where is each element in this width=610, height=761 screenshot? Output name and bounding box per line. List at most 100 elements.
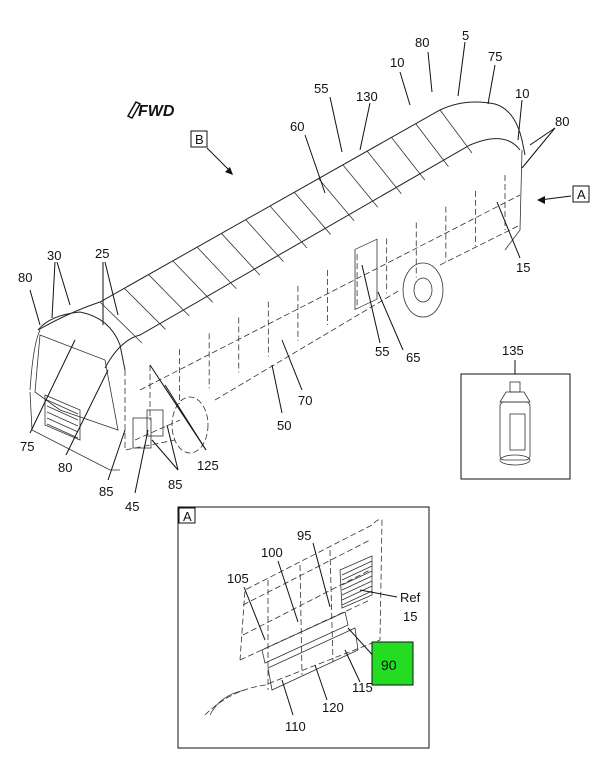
detail-a-title: A [183, 509, 192, 524]
callout-80: 80 [18, 270, 32, 285]
spray-can-icon [499, 381, 531, 466]
roof-rib [245, 219, 284, 262]
roof-rib [318, 178, 355, 222]
roof-panels [99, 109, 473, 344]
roof-rib [172, 260, 214, 303]
front-bumper [29, 391, 120, 471]
side-window-posts [149, 175, 506, 420]
part-135-inset: 135 [460, 343, 571, 480]
detail-a-frame [177, 506, 430, 749]
callout-130: 130 [356, 89, 378, 104]
callout-50: 50 [277, 418, 291, 433]
roof-rib [293, 192, 331, 235]
callout-80: 80 [415, 35, 429, 50]
lower-side-line [134, 224, 521, 441]
roof-rib [99, 301, 143, 344]
callout-75: 75 [488, 49, 502, 64]
side-front-edge [124, 370, 176, 451]
callout-10: 10 [515, 86, 529, 101]
detail-a-title-box [178, 507, 196, 524]
side-door [354, 238, 378, 311]
callout-85: 85 [99, 484, 113, 499]
view-a-label: A [577, 187, 586, 202]
callout-15: 15 [516, 260, 530, 275]
grille-slat [46, 399, 79, 415]
roof-rib [124, 288, 166, 330]
callout-65: 65 [406, 350, 420, 365]
callout-90: 90 [381, 657, 397, 673]
front-roof-cap [37, 311, 126, 371]
vent-slat [341, 560, 373, 576]
grille-slat [46, 405, 79, 421]
part-135-box [460, 373, 571, 480]
callout-45: 45 [125, 499, 139, 514]
roof-rib [415, 123, 449, 167]
view-a-marker: A [537, 185, 590, 204]
callout-115: 115 [352, 680, 373, 695]
vent-slat [341, 570, 373, 586]
roof-right-edge [104, 138, 521, 369]
roof-rib [196, 246, 237, 289]
view-a-arrowhead-icon [537, 196, 545, 204]
callout-80: 80 [58, 460, 72, 475]
roof-left-edge [37, 101, 526, 331]
windshield [34, 334, 119, 431]
vent-grille [339, 555, 373, 609]
callout-25: 25 [95, 246, 109, 261]
vent-lines [341, 560, 373, 606]
roof-rib [342, 164, 379, 208]
callout-105: 105 [227, 571, 249, 586]
front-left-corner [29, 329, 41, 391]
callout-100: 100 [261, 545, 283, 560]
forward-direction-indicator: FWD [126, 101, 175, 120]
callout-85: 85 [168, 477, 182, 492]
forward-arrow-icon [126, 101, 142, 119]
side-panel-rear [146, 409, 164, 437]
vent-slat [341, 580, 373, 596]
callout-55: 55 [314, 81, 328, 96]
vent-slat [341, 585, 373, 601]
roof-rib [439, 109, 473, 154]
view-b-arrow [206, 147, 233, 174]
callout-5: 5 [462, 28, 469, 43]
callout-15: 15 [403, 609, 417, 624]
view-b-marker: B [190, 130, 233, 175]
side-panel-front [132, 417, 152, 449]
rear-wheel [402, 262, 444, 318]
roof-rib [391, 137, 426, 181]
roof-rib [221, 233, 261, 276]
grille-lines [46, 399, 79, 439]
front-wheel [171, 396, 209, 454]
callout-95: 95 [297, 528, 311, 543]
roof-rib [366, 150, 402, 194]
callout-125: 125 [197, 458, 219, 473]
vent-slat [341, 565, 373, 581]
highlight-part-90 [371, 641, 414, 686]
callout-80: 80 [555, 114, 569, 129]
roof-rib [269, 205, 308, 249]
view-b-arrowhead-icon [225, 167, 233, 175]
trim-strip [261, 611, 349, 664]
view-b-box [190, 130, 208, 148]
bus-illustration [29, 101, 526, 471]
leader-lines [29, 41, 556, 494]
lower-panel [267, 627, 359, 691]
grille-slat [46, 411, 79, 427]
callout-110: 110 [285, 719, 306, 734]
view-a-arrow [539, 195, 572, 201]
vent-slat [341, 575, 373, 591]
grille-slat [46, 423, 79, 439]
rear-wheel-hub [413, 277, 433, 303]
view-b-label: B [195, 132, 204, 147]
callout-60: 60 [290, 119, 304, 134]
ref-label: Ref [400, 590, 421, 605]
callout-70: 70 [298, 393, 312, 408]
window-line [139, 194, 521, 391]
grille [44, 394, 81, 441]
callout-75: 75 [20, 439, 34, 454]
callout-10: 10 [390, 55, 404, 70]
fwd-label: FWD [138, 103, 175, 120]
detail-a-view: A 95 100 105 Ref 15 90 115 120 110 [177, 506, 430, 749]
callout-55: 55 [375, 344, 389, 359]
